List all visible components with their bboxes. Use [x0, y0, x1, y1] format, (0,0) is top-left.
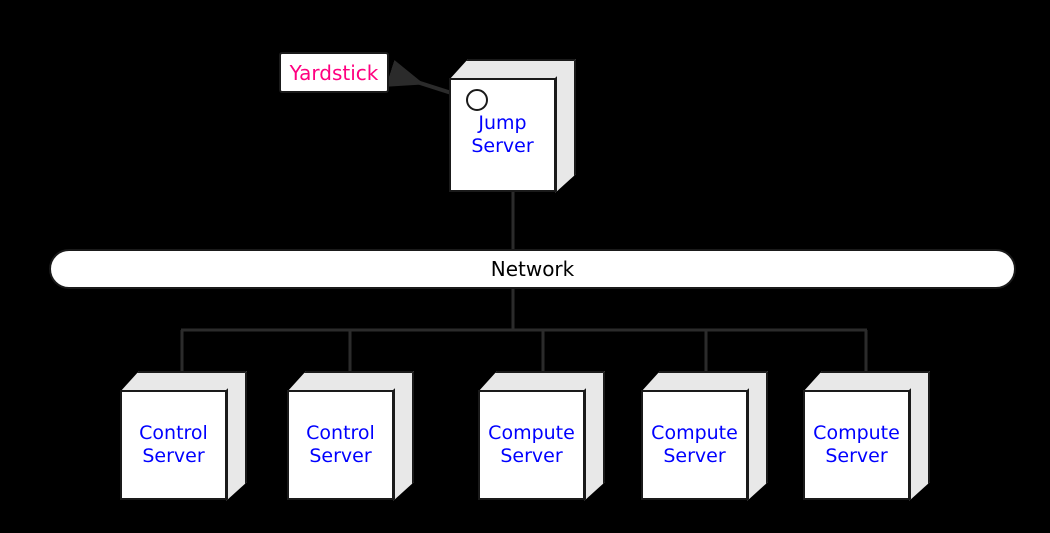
server-3-front-face: Compute Server [478, 390, 585, 500]
server-4-front-face: Compute Server [641, 390, 748, 500]
network-label: Network [490, 257, 575, 281]
server-2-label: Control Server [306, 421, 375, 467]
node-server-1[interactable]: Control Server [120, 371, 247, 501]
server-2-front-face: Control Server [287, 390, 394, 500]
jump-server-label: Jump Server [471, 111, 534, 157]
node-server-5[interactable]: Compute Server [803, 371, 930, 501]
server-4-side-face [747, 371, 768, 501]
server-5-label: Compute Server [813, 421, 900, 467]
node-jump-server[interactable]: Jump Server [449, 59, 576, 193]
yardstick-label: Yardstick [289, 60, 379, 85]
server-4-label: Compute Server [651, 421, 738, 467]
server-5-front-face: Compute Server [803, 390, 910, 500]
jump-server-front-face: Jump Server [449, 78, 556, 192]
server-5-side-face [909, 371, 930, 501]
node-server-2[interactable]: Control Server [287, 371, 414, 501]
jump-server-port-icon [466, 89, 488, 111]
server-2-side-face [393, 371, 414, 501]
yardstick-label-box[interactable]: Yardstick [279, 52, 389, 93]
jump-server-side-face [555, 59, 576, 193]
server-3-label: Compute Server [488, 421, 575, 467]
network-bar[interactable]: Network [49, 249, 1016, 289]
server-1-side-face [226, 371, 247, 501]
server-1-label: Control Server [139, 421, 208, 467]
server-3-side-face [584, 371, 605, 501]
node-server-3[interactable]: Compute Server [478, 371, 605, 501]
server-1-front-face: Control Server [120, 390, 227, 500]
node-server-4[interactable]: Compute Server [641, 371, 768, 501]
